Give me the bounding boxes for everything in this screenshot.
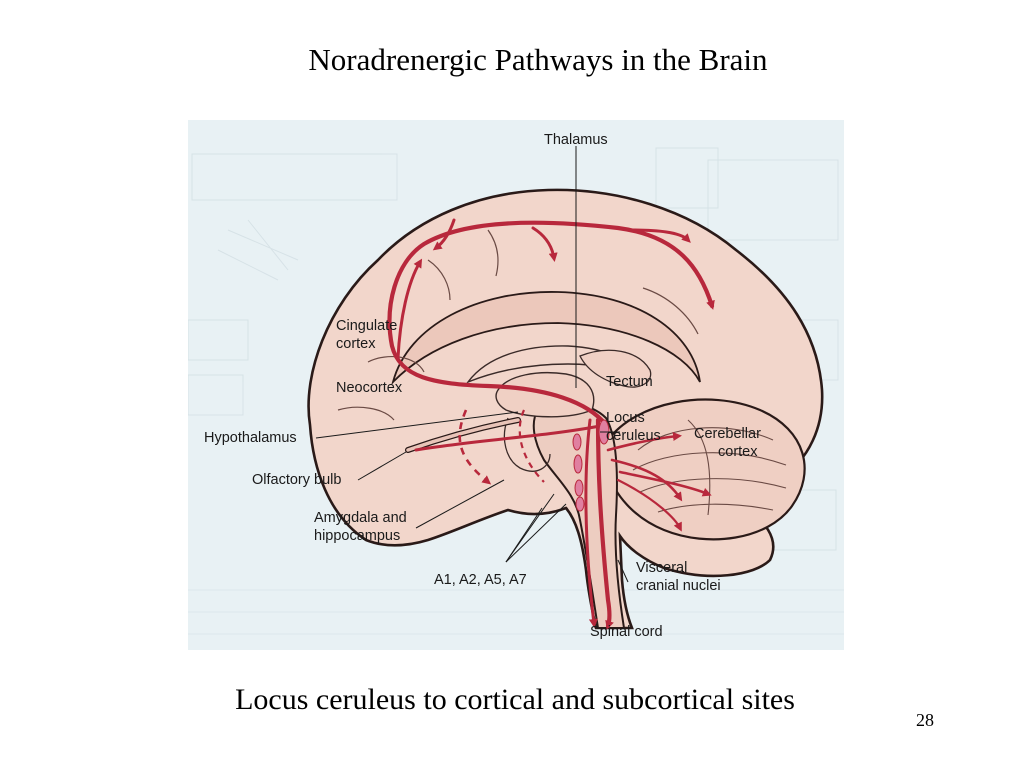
label-visceral-2: cranial nuclei: [636, 578, 721, 594]
slide-title: Noradrenergic Pathways in the Brain: [308, 42, 768, 77]
brain-diagram-figure: Thalamus Cingulate cortex Neocortex Tect…: [188, 120, 844, 650]
label-cerebellar-1: Cerebellar: [694, 426, 761, 442]
label-hypothalamus: Hypothalamus: [204, 430, 297, 446]
label-spinal-cord: Spinal cord: [590, 624, 663, 640]
label-tectum: Tectum: [606, 374, 653, 390]
label-amygdala-2: hippocampus: [314, 528, 400, 544]
noradrenergic-pathways: [387, 218, 715, 630]
leader-lines: [315, 411, 629, 583]
label-olfactory-bulb: Olfactory bulb: [252, 472, 341, 488]
page-number: 28: [916, 710, 934, 730]
label-neocortex: Neocortex: [336, 380, 403, 396]
cerebellum-folia: [632, 419, 787, 516]
tectum-structure: [579, 349, 652, 388]
brainstem: [532, 402, 626, 629]
slide-caption: Locus ceruleus to cortical and subcortic…: [235, 683, 795, 716]
label-a-groups: A1, A2, A5, A7: [434, 572, 527, 588]
label-locus-2: ceruleus: [606, 428, 661, 444]
label-locus-1: Locus: [606, 410, 645, 426]
hypothalamic-pathway: [414, 424, 602, 452]
label-amygdala-1: Amygdala and: [314, 510, 407, 526]
noradrenergic-nuclei: [572, 419, 610, 512]
label-cingulate-2: cortex: [336, 336, 376, 352]
label-visceral-1: Visceral: [636, 560, 687, 576]
brain-diagram: Thalamus Cingulate cortex Neocortex Tect…: [188, 120, 844, 650]
label-cingulate-1: Cingulate: [336, 318, 397, 334]
label-cerebellar-2: cortex: [718, 444, 758, 460]
spinal-pathway: [595, 417, 614, 630]
corpus-callosum: [391, 291, 701, 386]
hypothalamus-structure: [503, 417, 551, 472]
cortical-sulci: [337, 229, 699, 421]
label-thalamus: Thalamus: [544, 132, 608, 148]
